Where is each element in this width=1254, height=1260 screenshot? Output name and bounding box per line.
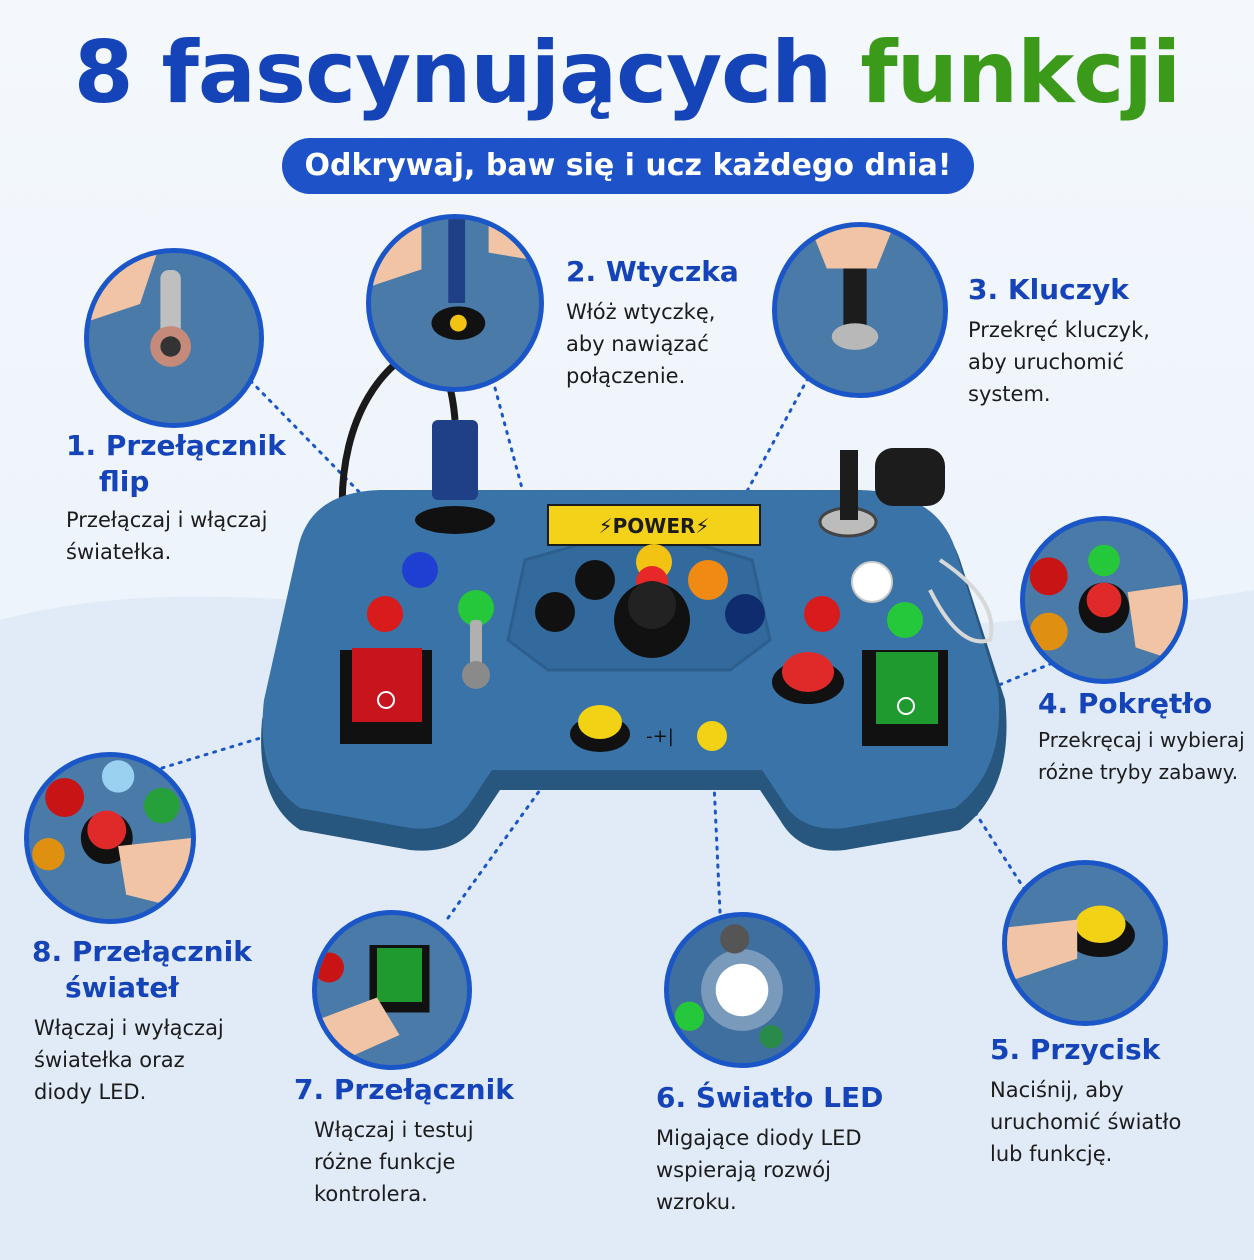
feature-4-desc-line: Przekręcaj i wybieraj [1038, 728, 1245, 752]
feature-4-photo [1020, 516, 1188, 684]
feature-1-desc: Przełączaj i włączaj światełka. [66, 504, 267, 568]
feature-7-title: 7. Przełącznik [294, 1073, 514, 1106]
subtitle-banner: Odkrywaj, baw się i ucz każdego dnia! [282, 138, 974, 194]
feature-8-title-line1: 8. Przełącznik [32, 935, 252, 968]
feature-6-desc-line: wzroku. [656, 1190, 737, 1214]
feature-6-desc: Migające diody LED wspierają rozwój wzro… [656, 1122, 862, 1218]
feature-6-photo [664, 912, 820, 1068]
feature-6-title: 6. Światło LED [656, 1081, 884, 1114]
feature-3-desc: Przekręć kluczyk, aby uruchomić system. [968, 314, 1150, 410]
feature-1-title-line2: flip [99, 465, 150, 498]
feature-5-title: 5. Przycisk [990, 1033, 1161, 1066]
feature-3-desc-line: system. [968, 382, 1051, 406]
title-part-green: funkcji [860, 23, 1181, 123]
feature-7-photo [312, 910, 472, 1070]
feature-1-desc-line: Przełączaj i włączaj [66, 508, 268, 532]
feature-1-photo [84, 248, 264, 428]
feature-4-desc-line: różne tryby zabawy. [1038, 760, 1239, 784]
feature-3-photo [772, 222, 948, 398]
feature-2-desc: Włóż wtyczkę, aby nawiązać połączenie. [566, 296, 715, 392]
feature-5-desc-line: Naciśnij, aby [990, 1078, 1124, 1102]
page-title: 8 fascynujących funkcji [0, 18, 1254, 128]
feature-7-desc-line: kontrolera. [314, 1182, 428, 1206]
feature-8-desc-line: światełka oraz [34, 1048, 185, 1072]
feature-6-desc-line: wspierają rozwój [656, 1158, 831, 1182]
feature-5-desc-line: uruchomić światło [990, 1110, 1182, 1134]
feature-8-desc-line: Włączaj i wyłączaj [34, 1016, 224, 1040]
feature-8-title-line2: świateł [65, 971, 179, 1004]
feature-6-desc-line: Migające diody LED [656, 1126, 862, 1150]
feature-5-desc-line: lub funkcję. [990, 1142, 1113, 1166]
feature-7-desc: Włączaj i testuj różne funkcje kontroler… [314, 1114, 474, 1210]
power-label: ⚡POWER⚡ [599, 514, 710, 538]
feature-5-desc: Naciśnij, aby uruchomić światło lub funk… [990, 1074, 1181, 1170]
feature-3-desc-line: Przekręć kluczyk, [968, 318, 1150, 342]
feature-8-desc: Włączaj i wyłączaj światełka oraz diody … [34, 1012, 224, 1108]
feature-1-title-line1: 1. Przełącznik [66, 429, 286, 462]
feature-8-title: 8. Przełącznik świateł [32, 934, 252, 1006]
title-part-blue: 8 fascynujących [73, 23, 833, 123]
feature-8-desc-line: diody LED. [34, 1080, 147, 1104]
feature-2-desc-line: połączenie. [566, 364, 686, 388]
feature-1-title: 1. Przełącznik flip [66, 428, 286, 500]
feature-7-desc-line: różne funkcje [314, 1150, 456, 1174]
feature-2-desc-line: aby nawiązać [566, 332, 709, 356]
feature-3-title: 3. Kluczyk [968, 273, 1129, 306]
feature-2-photo [366, 214, 544, 392]
feature-5-photo [1002, 860, 1168, 1026]
feature-2-title: 2. Wtyczka [566, 255, 739, 288]
feature-3-desc-line: aby uruchomić [968, 350, 1125, 374]
feature-8-photo [24, 752, 196, 924]
feature-1-desc-line: światełka. [66, 540, 172, 564]
feature-7-desc-line: Włączaj i testuj [314, 1118, 474, 1142]
feature-2-desc-line: Włóż wtyczkę, [566, 300, 716, 324]
feature-4-title: 4. Pokrętło [1038, 687, 1213, 720]
feature-4-desc: Przekręcaj i wybieraj różne tryby zabawy… [1038, 724, 1245, 788]
